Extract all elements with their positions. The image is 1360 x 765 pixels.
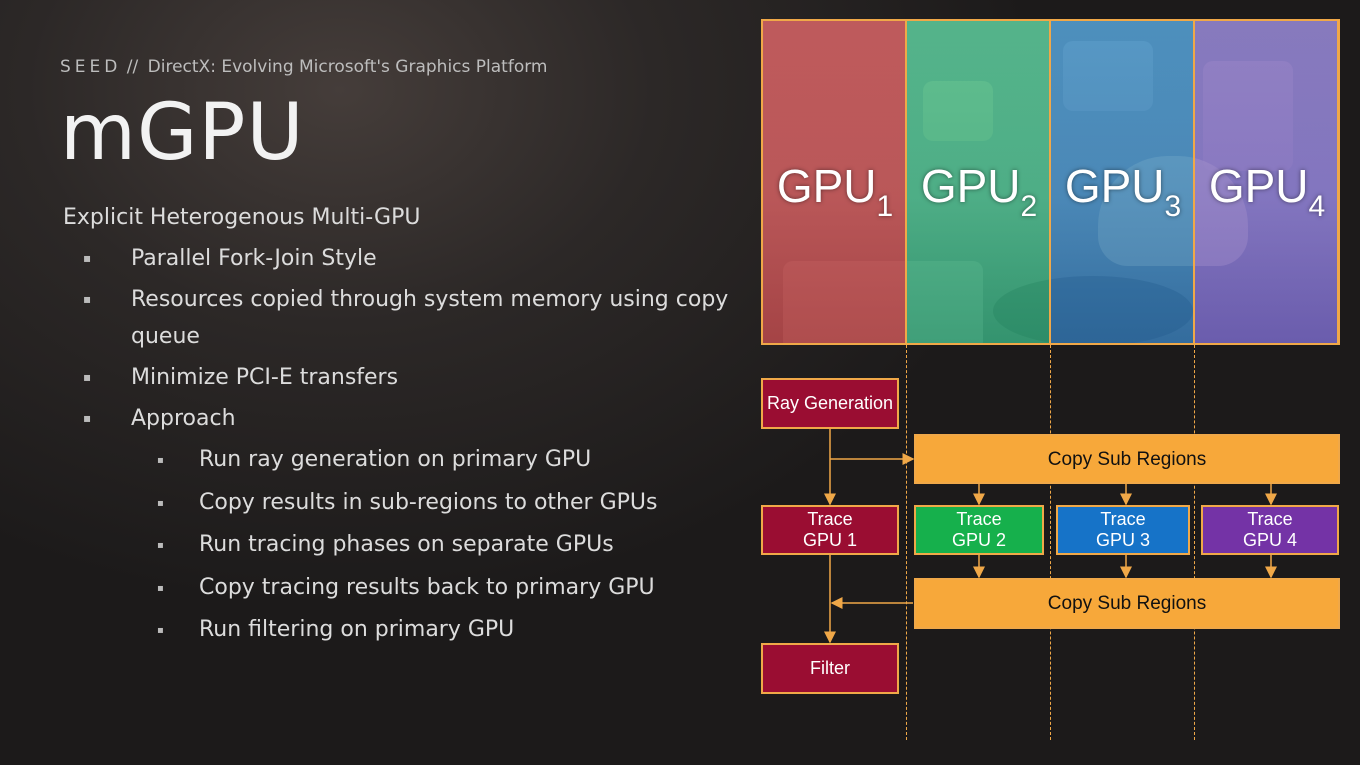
gpu-2-region: [907, 21, 1051, 343]
gpu-divider-line: [1050, 345, 1051, 740]
bullet-item: Parallel Fork-Join Style: [63, 240, 743, 277]
intro-text: Explicit Heterogenous Multi-GPU: [63, 205, 421, 230]
sub-bullet-item: Run filtering on primary GPU: [131, 611, 743, 650]
bullet-list: Parallel Fork-Join Style Resources copie…: [63, 240, 743, 650]
gpu-3-region: [1051, 21, 1195, 343]
gpu-divider-line: [906, 345, 907, 740]
sub-bullet-list: Run ray generation on primary GPU Copy r…: [131, 441, 743, 650]
filter-box: Filter: [761, 643, 899, 694]
sub-bullet-item: Copy tracing results back to primary GPU: [131, 569, 743, 608]
header-subtitle: DirectX: Evolving Microsoft's Graphics P…: [147, 57, 548, 77]
ray-generation-box: Ray Generation: [761, 378, 899, 429]
sub-bullet-item: Run tracing phases on separate GPUs: [131, 526, 743, 565]
gpu-divider-line: [1194, 345, 1195, 740]
header-separator: //: [126, 57, 139, 77]
copy-sub-regions-back-box: Copy Sub Regions: [914, 578, 1340, 629]
trace-gpu-2-box: Trace GPU 2: [914, 505, 1044, 555]
trace-gpu-4-label: Trace GPU 4: [1242, 509, 1298, 550]
gpu-split-render-image: GPU1 GPU2 GPU3 GPU4: [761, 19, 1340, 345]
gpu-1-label: GPU1: [776, 160, 894, 223]
gpu-1-region: [763, 21, 907, 343]
trace-gpu-2-label: Trace GPU 2: [951, 509, 1007, 550]
gpu-3-label: GPU3: [1064, 160, 1182, 223]
bullet-item: Approach Run ray generation on primary G…: [63, 400, 743, 650]
sub-bullet-item: Copy results in sub-regions to other GPU…: [131, 484, 743, 523]
seed-logo-text: SEED: [60, 57, 122, 77]
trace-gpu-1-box: Trace GPU 1: [761, 505, 899, 555]
gpu-4-region: [1195, 21, 1338, 343]
bullet-content: Explicit Heterogenous Multi-GPU Parallel…: [63, 205, 743, 654]
gpu-2-label: GPU2: [920, 160, 1038, 223]
slide-title: mGPU: [60, 88, 305, 178]
sub-bullet-item: Run ray generation on primary GPU: [131, 441, 743, 480]
bullet-item: Minimize PCI-E transfers: [63, 359, 743, 396]
bullet-item: Resources copied through system memory u…: [63, 281, 743, 355]
copy-sub-regions-box: Copy Sub Regions: [914, 434, 1340, 484]
bullet-item-label: Approach: [131, 406, 236, 431]
slide-header: SEED // DirectX: Evolving Microsoft's Gr…: [60, 57, 547, 77]
trace-gpu-3-label: Trace GPU 3: [1095, 509, 1151, 550]
trace-gpu-4-box: Trace GPU 4: [1201, 505, 1339, 555]
trace-gpu-3-box: Trace GPU 3: [1056, 505, 1190, 555]
gpu-4-label: GPU4: [1208, 160, 1326, 223]
trace-gpu-1-label: Trace GPU 1: [802, 509, 858, 550]
